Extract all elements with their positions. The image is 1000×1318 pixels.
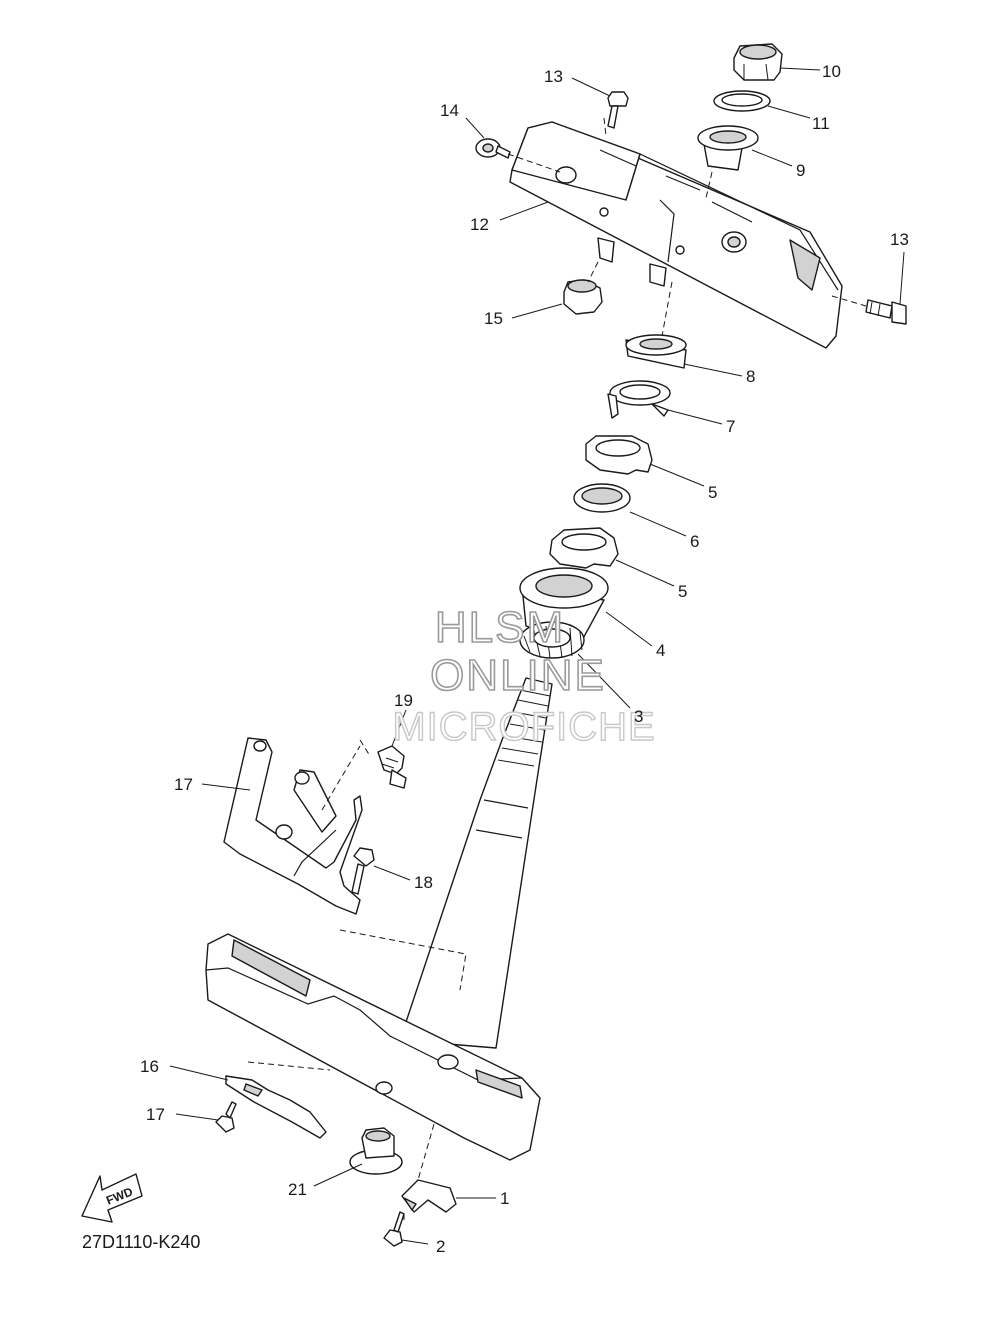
watermark-line-3: MICROFICHE [392, 705, 655, 749]
part-20-clamp [377, 745, 407, 789]
part-18-bracket [223, 737, 363, 915]
callout-16: 16 [140, 1057, 159, 1076]
callout-13-top: 13 [544, 67, 563, 86]
part-15-nut [563, 279, 603, 315]
part-13-bolt-right [865, 299, 907, 325]
part-5-ring-nut-lower [549, 527, 619, 569]
part-9-collar [697, 125, 759, 171]
watermark-line-2: ONLINE [430, 651, 606, 700]
part-11-washer [713, 90, 771, 112]
callout-3: 3 [634, 707, 643, 726]
part-12-upper-bracket [509, 121, 843, 349]
alignment-lines [247, 117, 867, 1222]
callout-17: 17 [146, 1105, 165, 1124]
callout-12: 12 [470, 215, 489, 234]
part-2-screw [383, 1211, 405, 1247]
callout-14: 14 [440, 101, 459, 120]
part-1-holder [401, 1179, 457, 1213]
part-19-bolt [351, 847, 375, 895]
part-14-bolt [475, 138, 511, 159]
callout-9: 9 [796, 161, 805, 180]
callout-21: 21 [288, 1180, 307, 1199]
part-6-washer [573, 483, 631, 513]
part-17-screw [215, 1101, 237, 1133]
callout-8: 8 [746, 367, 755, 386]
part-7-lock-washer [607, 380, 671, 419]
part-21-nut [349, 1127, 403, 1175]
watermark-line-1: HLSM [435, 603, 565, 652]
callout-19: 18 [414, 873, 433, 892]
callout-10: 10 [822, 62, 841, 81]
callout-20: 19 [394, 691, 413, 710]
callout-13-right: 13 [890, 230, 909, 249]
callout-1: 1 [500, 1189, 509, 1208]
part-8-ring [625, 334, 687, 369]
part-5-ring-nut-upper [585, 435, 653, 475]
callout-5-upper: 5 [708, 483, 717, 502]
callout-5-lower: 5 [678, 582, 687, 601]
watermark: HLSM ONLINE MICROFICHE [392, 602, 656, 750]
callout-18: 17 [174, 775, 193, 794]
callout-4: 4 [656, 641, 665, 660]
part-13-bolt-top [607, 91, 629, 129]
callout-labels: 10 11 9 13 14 12 13 15 8 7 5 6 5 4 3 19 … [140, 62, 909, 1256]
diagram-code: 27D1110-K240 [82, 1232, 200, 1252]
callout-7: 7 [726, 417, 735, 436]
part-10-cap-nut [733, 43, 783, 81]
part-16-guide-plate [225, 1075, 327, 1139]
leader-lines [169, 67, 905, 1245]
part-3-bearing [519, 621, 585, 659]
fwd-arrow: FWD [81, 1173, 143, 1223]
callout-6: 6 [690, 532, 699, 551]
callout-2: 2 [436, 1237, 445, 1256]
parts [205, 43, 907, 1247]
callout-15: 15 [484, 309, 503, 328]
under-bracket [205, 933, 541, 1161]
callout-11: 11 [812, 114, 830, 133]
